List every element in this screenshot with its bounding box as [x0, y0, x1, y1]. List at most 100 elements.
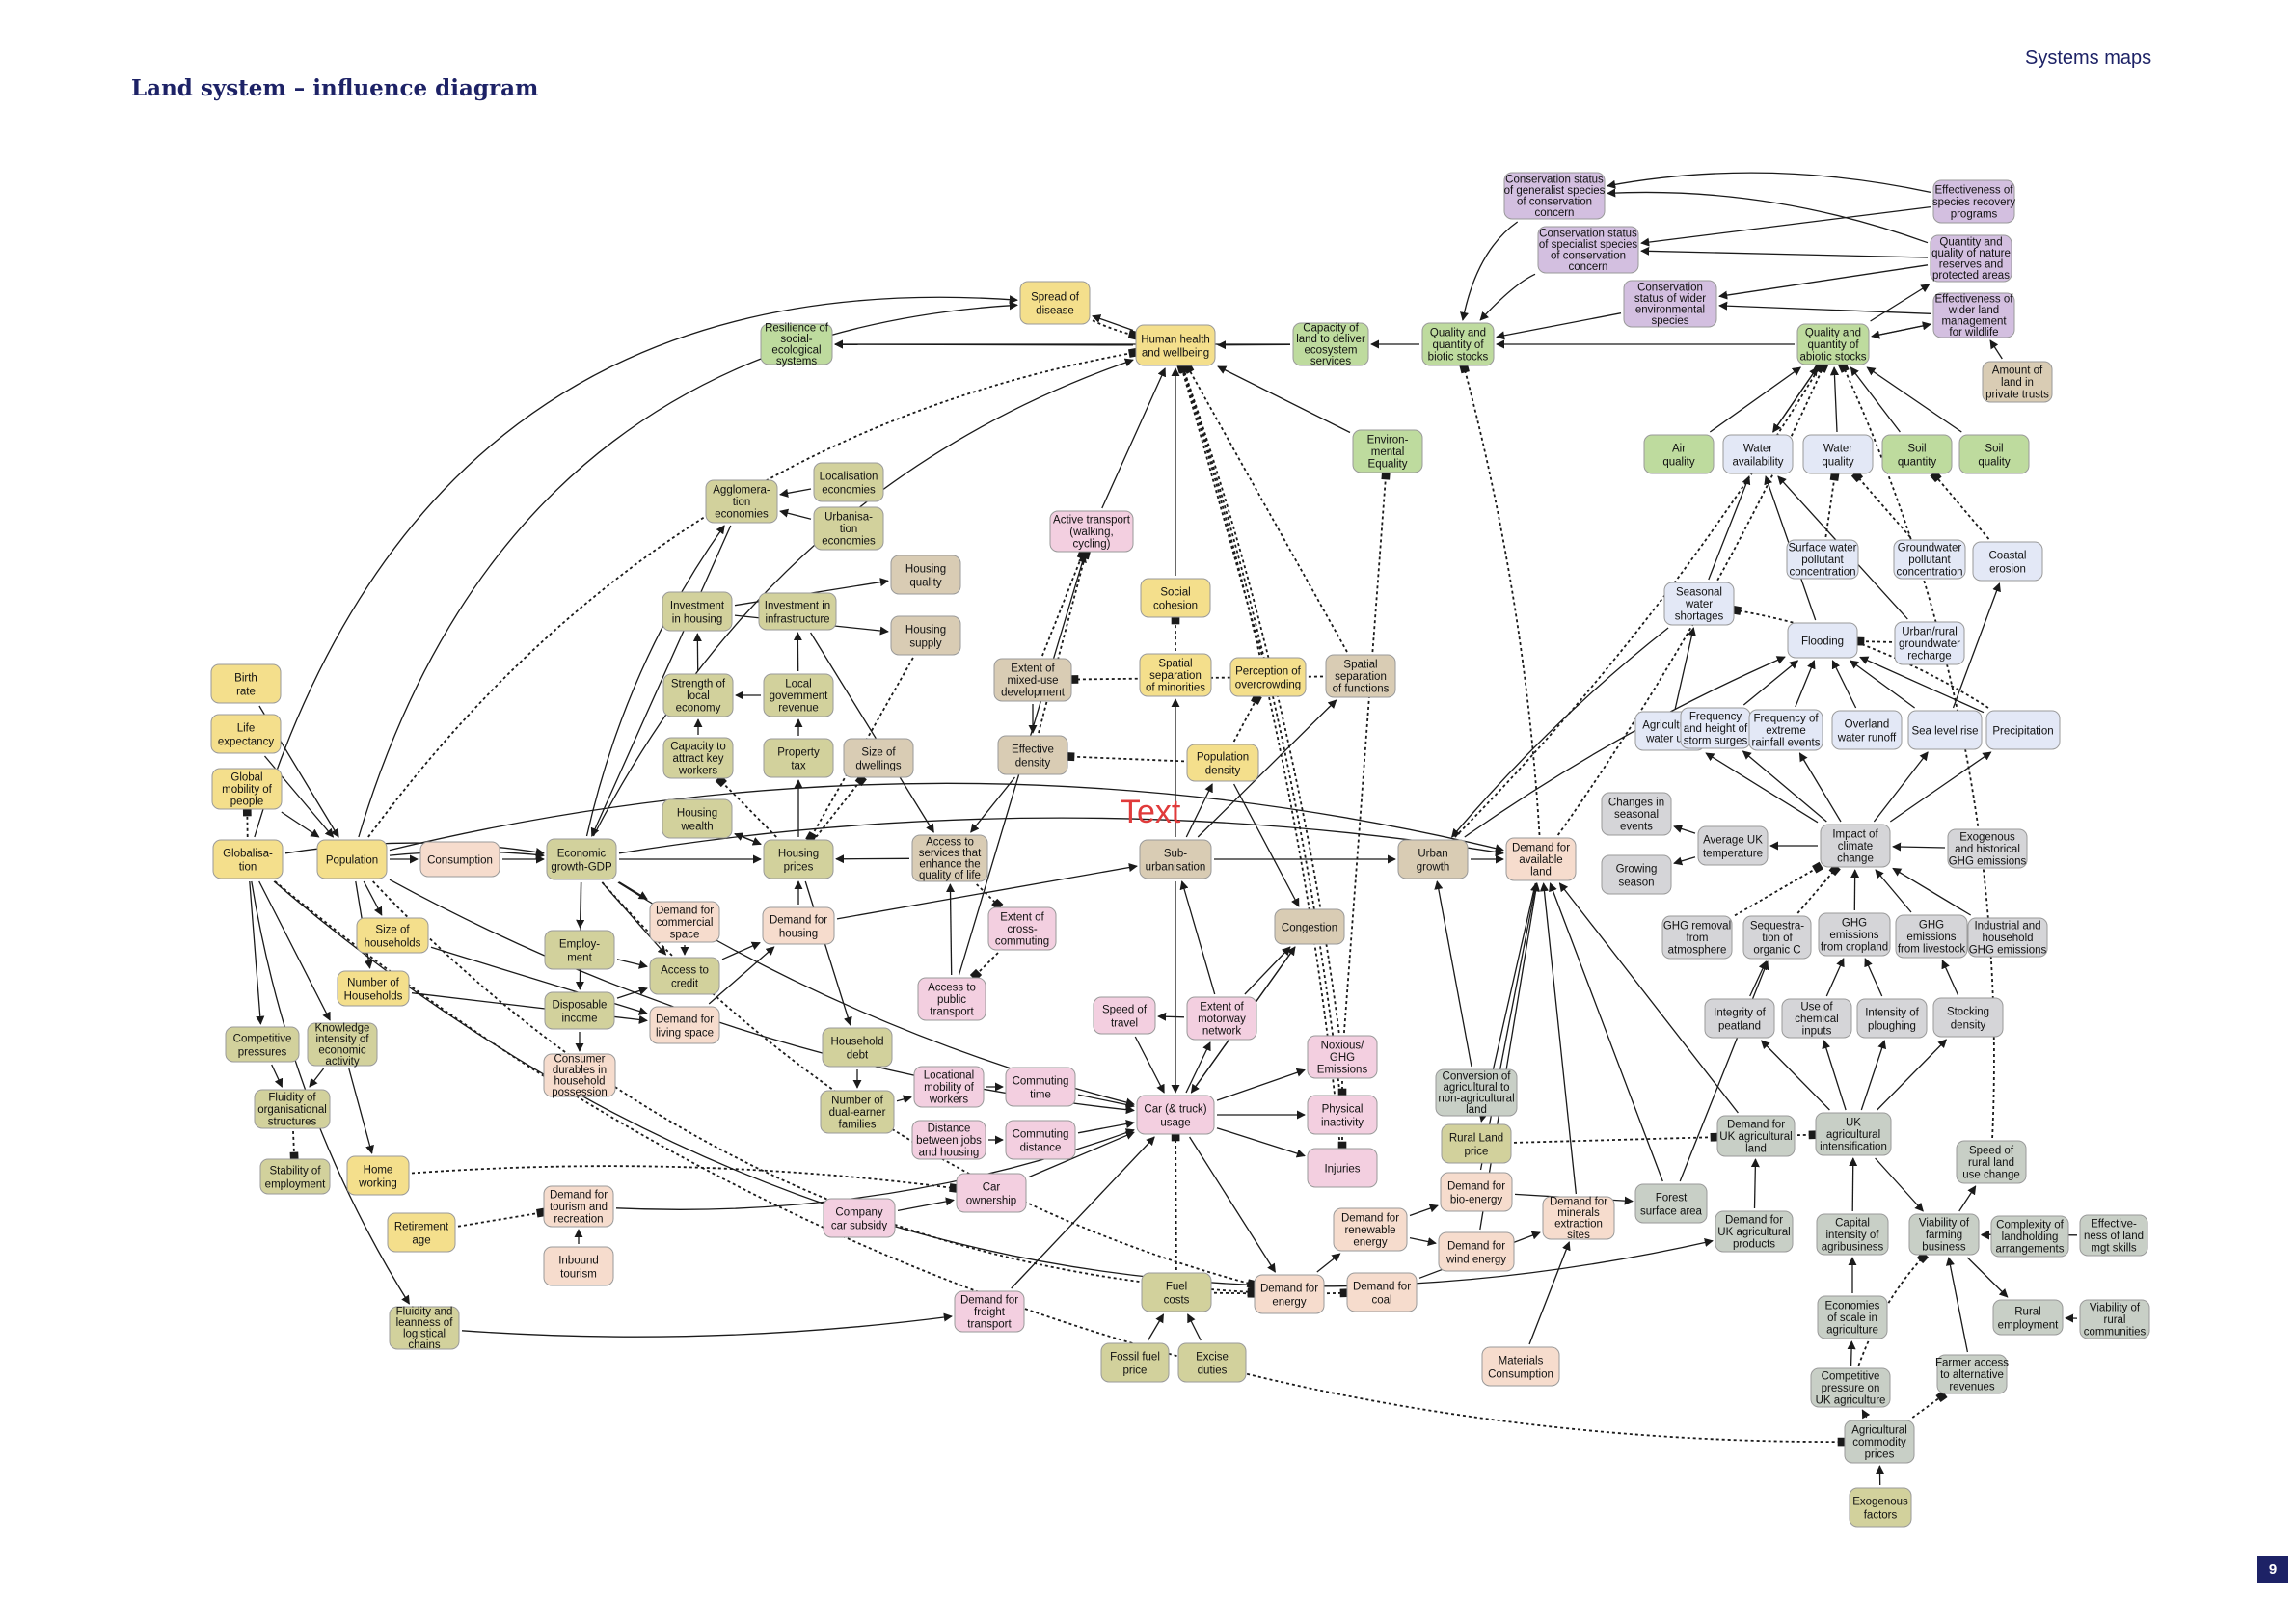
node-box [705, 479, 778, 524]
edge-pop-to-health [367, 347, 1139, 838]
node-box [763, 673, 834, 717]
node-box [1831, 710, 1903, 750]
edge-motorway-to-congest [1244, 946, 1291, 995]
edge-numhh-to-demliv [411, 992, 648, 1024]
edge-qq_res-to-cs_wider [1718, 264, 1929, 300]
edge-climate-to-precip [1889, 751, 1992, 823]
node-box [1716, 1115, 1796, 1157]
edge-econ-to-demavail [618, 817, 1504, 856]
node-box [1307, 1035, 1378, 1079]
edge-abiotic-to-wavail [1772, 366, 1819, 433]
node-box [1817, 1295, 1888, 1339]
node-box [544, 930, 615, 970]
edge-ukint-to-stock [1877, 1039, 1948, 1111]
edge-sizehh-to-demliv [430, 946, 648, 1015]
node-box [1601, 792, 1672, 836]
edge-dispinc-to-credit [616, 987, 648, 999]
edge-knowl-to-homew [348, 1068, 374, 1154]
edge-ukint-to-plough [1860, 1040, 1887, 1111]
edge-climate-to-rainfall [1798, 752, 1842, 823]
edge-abiotic-to-eff_wider [1871, 321, 1931, 338]
edge-forest-to-demavail [1549, 882, 1663, 1182]
edge-dualearn-to-locmob [896, 1095, 912, 1104]
edge-ukint-to-viab [1875, 1157, 1924, 1212]
node-box [1967, 917, 2048, 958]
node-box [543, 1185, 614, 1228]
node-box [389, 1306, 460, 1350]
edge-gwp-to-wqual [1850, 470, 1911, 538]
node-box [211, 768, 283, 810]
node-box [956, 1173, 1027, 1213]
node-box [1932, 179, 2015, 224]
edge-global-to-agprice [274, 880, 1847, 1447]
node-box [843, 738, 914, 778]
edge-sealevel-to-flood [1849, 660, 1915, 709]
node-box [1947, 828, 2028, 869]
node-label: Sea level rise [1911, 725, 1978, 737]
node-employ: Employ-ment [544, 930, 615, 970]
edge-pubtrans-to-access [945, 883, 956, 976]
node-box [1177, 1342, 1247, 1383]
edge-popdens-to-effdens [1066, 752, 1185, 763]
edge-life-to-pop [264, 755, 335, 838]
node-label: Employ-ment [559, 938, 600, 963]
edge-avgtemp-to-growing [1673, 856, 1696, 866]
node-box [346, 1155, 410, 1196]
node-box [1893, 539, 1966, 580]
page-title: Land system – influence diagram [131, 75, 539, 101]
node-box [649, 901, 720, 943]
node-box [649, 957, 720, 995]
edge-agwater-to-seasonal [1674, 627, 1696, 710]
page-number: 9 [2257, 1556, 2288, 1583]
node-label: Active transport(walking,cycling) [1053, 514, 1131, 550]
edge-demliv-to-demhouse [708, 946, 775, 1005]
edge-indghg-to-climate [1892, 867, 1972, 916]
node-label: Car (& truck)usage [1144, 1103, 1206, 1128]
edge-invinfra-to-access [810, 632, 934, 833]
node-sealevel: Sea level rise [1907, 710, 1983, 750]
node-box [254, 1089, 331, 1129]
edge-homew-to-carown [411, 1165, 959, 1193]
edge-swp-to-wqual [1824, 472, 1840, 538]
node-pop: Population [316, 839, 388, 879]
node-box [1139, 839, 1212, 879]
edge-employ-to-credit [616, 959, 648, 969]
node-box [813, 506, 884, 551]
edge-motorway-to-suburb [1179, 880, 1216, 995]
edge-viab-to-speedrural [1958, 1185, 1977, 1212]
node-box [210, 714, 282, 754]
